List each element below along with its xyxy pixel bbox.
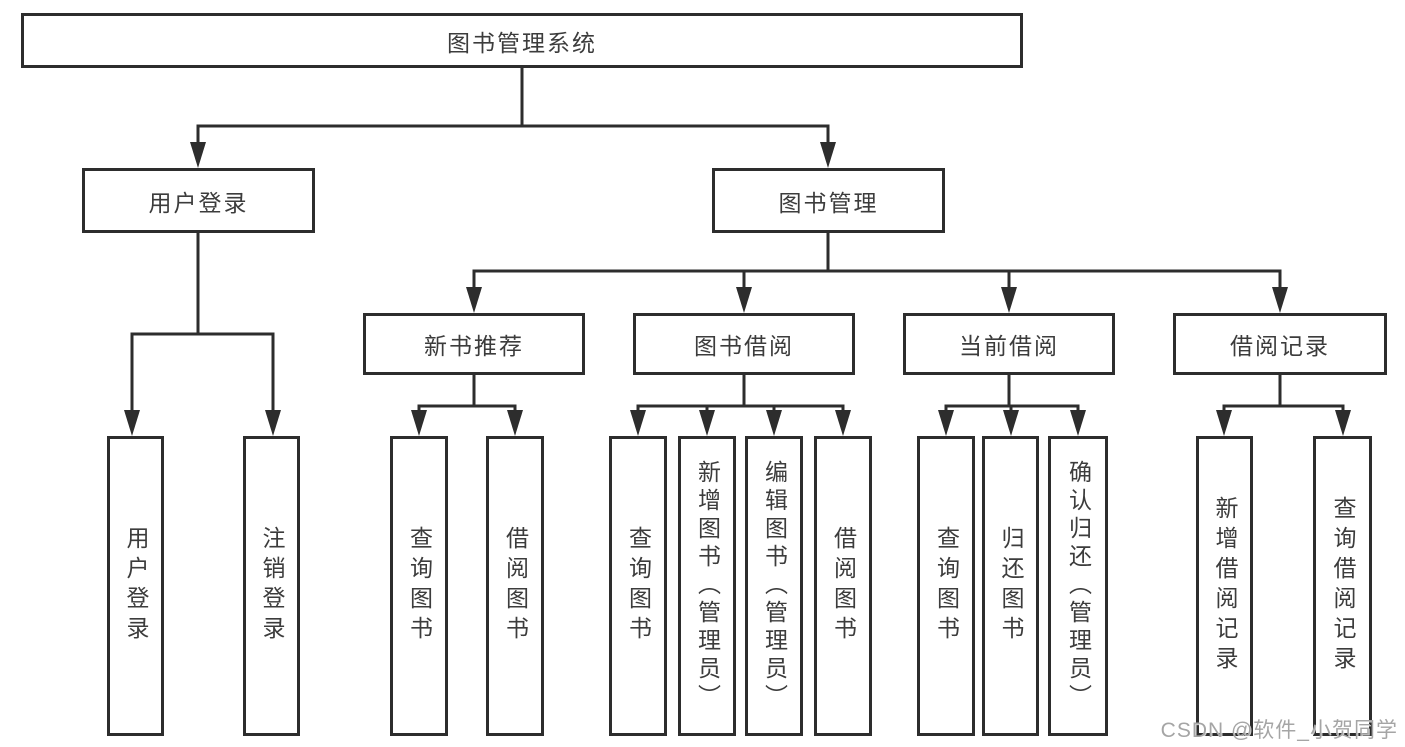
arrowhead	[1272, 287, 1288, 313]
node-label: 新增图书（管理员）	[694, 460, 721, 712]
node-label: 借阅记录	[1230, 333, 1330, 359]
leaf-confirm-return-admin: 确认归还（管理员）	[1048, 436, 1108, 736]
node-label: 新增借阅记录	[1212, 496, 1238, 676]
node-borrow-record: 借阅记录	[1173, 313, 1387, 375]
arrowhead	[507, 410, 523, 436]
node-label: 图书管理系统	[447, 29, 597, 56]
arrowhead	[411, 410, 427, 436]
node-label: 注销登录	[259, 526, 285, 646]
node-label: 编辑图书（管理员）	[761, 460, 788, 712]
node-new-book-recommend: 新书推荐	[363, 313, 585, 375]
node-current-borrow: 当前借阅	[903, 313, 1115, 375]
leaf-return-books: 归还图书	[982, 436, 1039, 736]
node-label: 新书推荐	[424, 333, 524, 359]
arrowhead	[820, 142, 836, 168]
arrowhead	[1216, 410, 1232, 436]
arrowhead	[835, 410, 851, 436]
node-label: 图书管理	[778, 189, 879, 216]
leaf-query-borrow-record: 查询借阅记录	[1313, 436, 1372, 736]
node-label: 查询借阅记录	[1330, 496, 1356, 676]
leaf-user-login: 用户登录	[107, 436, 164, 736]
node-label: 查询图书	[406, 526, 433, 646]
leaf-add-borrow-record: 新增借阅记录	[1196, 436, 1253, 736]
arrowhead	[1070, 410, 1086, 436]
leaf-add-books-admin: 新增图书（管理员）	[678, 436, 736, 736]
node-root-system: 图书管理系统	[21, 13, 1023, 68]
arrowhead	[190, 142, 206, 168]
arrowhead	[736, 287, 752, 313]
leaf-borrow-books-1: 借阅图书	[486, 436, 544, 736]
node-label: 查询图书	[625, 526, 652, 646]
arrowhead	[124, 410, 140, 436]
node-label: 借阅图书	[830, 526, 857, 646]
node-label: 查询图书	[933, 526, 960, 646]
node-user-login: 用户登录	[82, 168, 315, 233]
node-label: 确认归还（管理员）	[1065, 460, 1092, 712]
leaf-query-books-1: 查询图书	[390, 436, 448, 736]
arrowhead	[265, 410, 281, 436]
arrowhead	[699, 410, 715, 436]
node-label: 用户登录	[148, 189, 249, 216]
node-book-borrow: 图书借阅	[633, 313, 855, 375]
node-label: 归还图书	[998, 526, 1024, 646]
leaf-borrow-books-2: 借阅图书	[814, 436, 872, 736]
node-label: 用户登录	[123, 526, 149, 646]
leaf-edit-books-admin: 编辑图书（管理员）	[745, 436, 803, 736]
leaf-query-books-3: 查询图书	[917, 436, 975, 736]
csdn-watermark: CSDN @软件_小贺同学	[1160, 719, 1398, 742]
arrowhead	[1003, 410, 1019, 436]
node-label: 图书借阅	[694, 333, 794, 359]
arrowhead	[938, 410, 954, 436]
arrowhead	[1001, 287, 1017, 313]
arrowhead	[766, 410, 782, 436]
leaf-query-books-2: 查询图书	[609, 436, 667, 736]
leaf-logout: 注销登录	[243, 436, 300, 736]
node-book-management: 图书管理	[712, 168, 945, 233]
node-label: 当前借阅	[959, 333, 1059, 359]
arrowhead	[630, 410, 646, 436]
node-label: 借阅图书	[502, 526, 529, 646]
arrowhead	[466, 287, 482, 313]
arrowhead	[1335, 410, 1351, 436]
